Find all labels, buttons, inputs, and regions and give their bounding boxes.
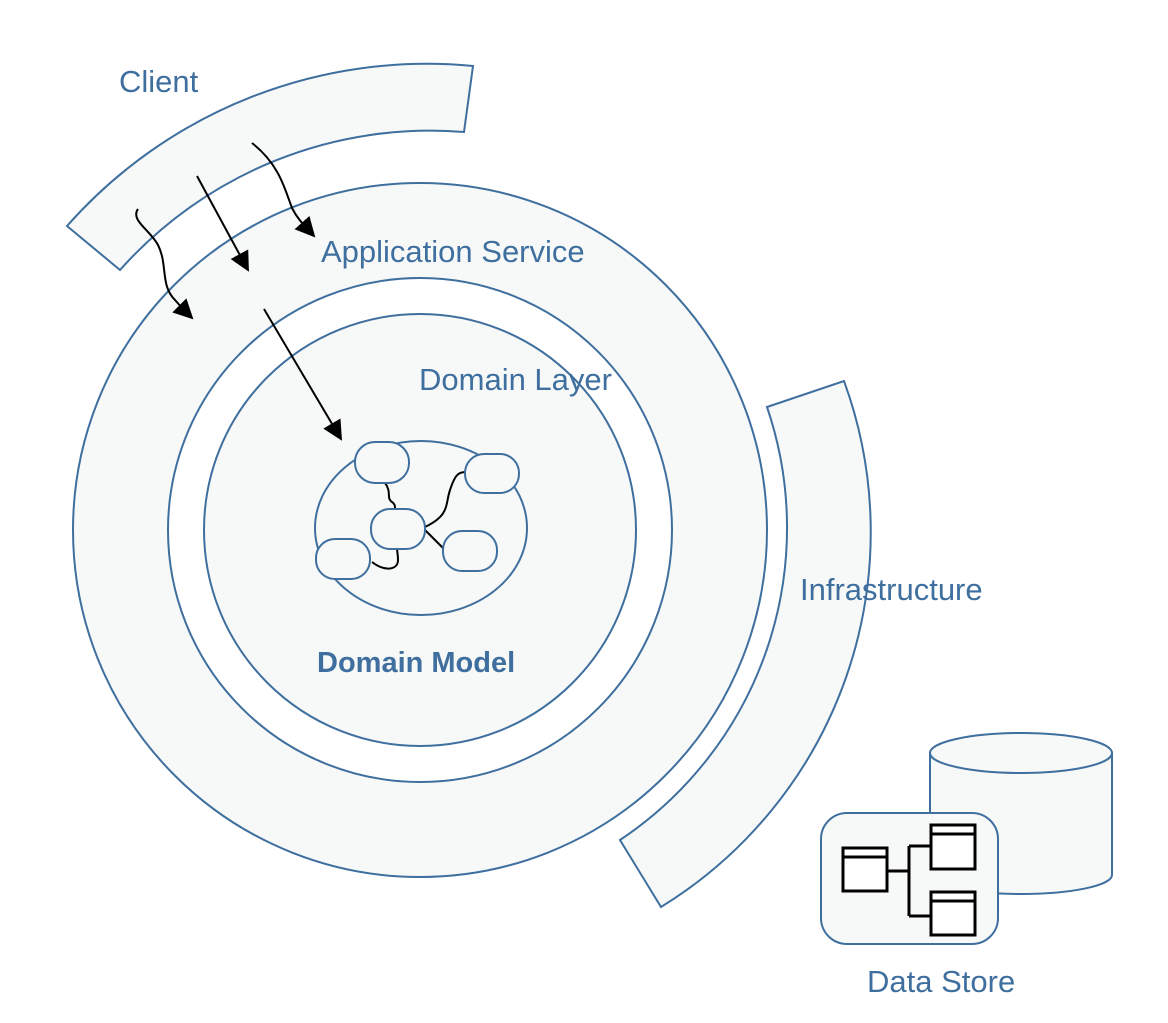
schema-link	[887, 844, 931, 918]
data-store-label: Data Store	[867, 964, 1015, 999]
entity-box	[315, 538, 371, 580]
client-band	[65, 62, 475, 272]
application-service-label: Application Service	[321, 234, 585, 269]
flow-arrow	[263, 308, 343, 441]
flow-arrow	[196, 175, 249, 272]
schema-table-icon	[929, 890, 977, 937]
infrastructure-label: Infrastructure	[800, 572, 983, 607]
entity-box	[370, 508, 426, 550]
entity-box	[442, 530, 498, 572]
entity-link	[424, 529, 445, 550]
flow-arrow	[251, 142, 316, 238]
entity-box	[464, 453, 520, 494]
infrastructure-band	[618, 379, 872, 909]
domain-model-label: Domain Model	[317, 647, 515, 679]
client-label: Client	[119, 64, 199, 99]
domain-layer-label: Domain Layer	[419, 362, 612, 397]
entity-link	[424, 471, 467, 528]
schema-table-icon	[841, 846, 889, 893]
data-store-cylinder-top	[929, 732, 1113, 774]
schema-table-icon	[929, 823, 977, 871]
entity-box	[354, 441, 410, 484]
flow-arrow	[135, 208, 194, 320]
